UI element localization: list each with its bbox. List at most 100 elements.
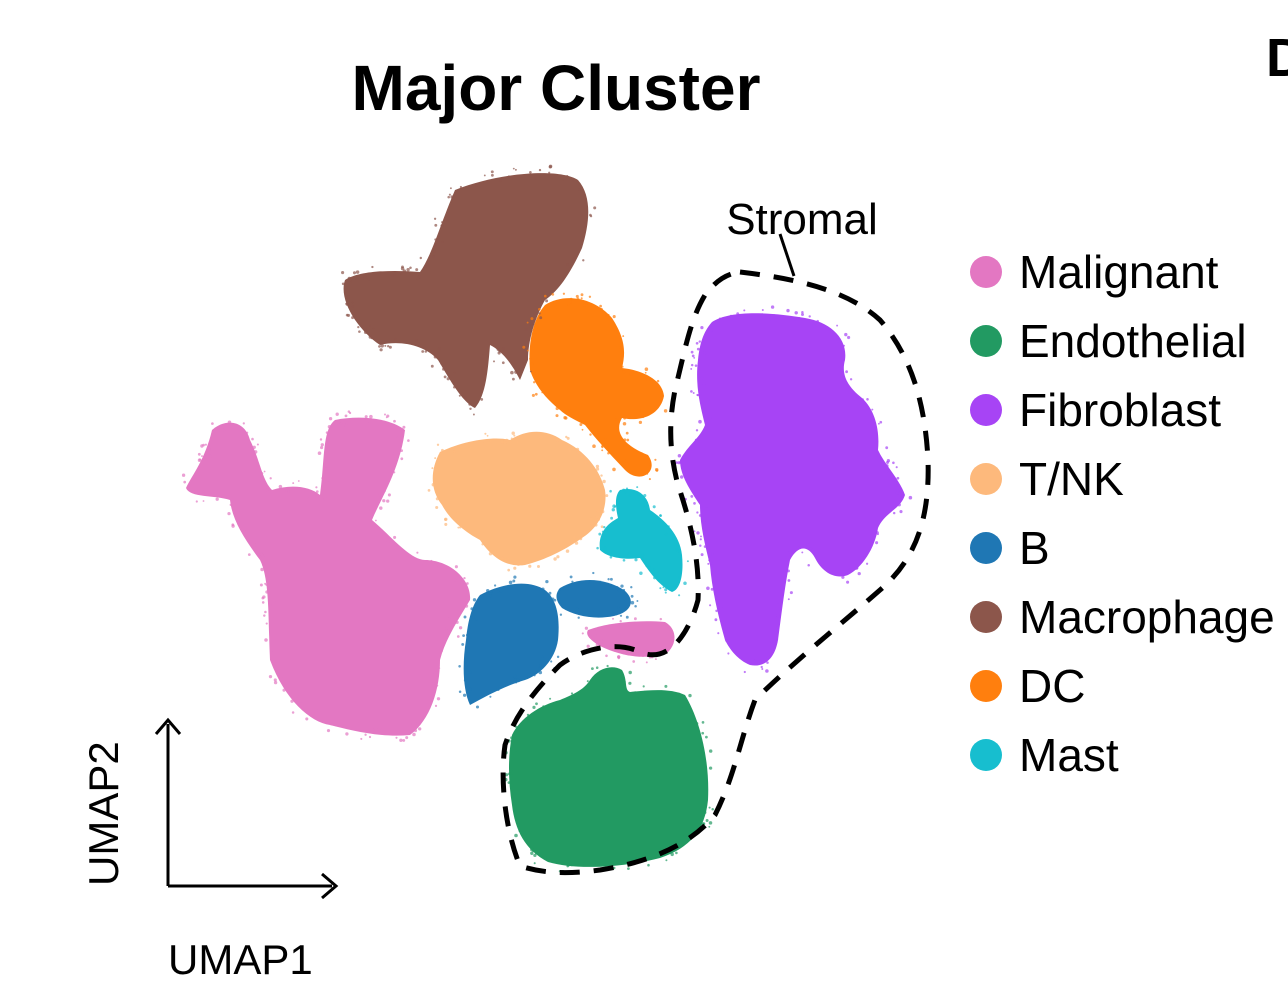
scatter-point xyxy=(365,419,369,423)
scatter-point xyxy=(581,632,584,635)
scatter-point xyxy=(643,690,646,694)
scatter-point xyxy=(711,807,714,811)
scatter-point xyxy=(597,437,600,440)
scatter-point xyxy=(378,345,381,348)
scatter-point xyxy=(704,420,707,423)
scatter-point xyxy=(664,532,668,536)
scatter-point xyxy=(524,354,527,357)
scatter-point xyxy=(260,481,264,485)
scatter-point xyxy=(204,443,207,446)
scatter-point xyxy=(639,571,643,575)
scatter-point xyxy=(572,536,576,540)
scatter-point xyxy=(761,308,764,312)
panel-letter: D xyxy=(1266,28,1288,88)
scatter-point xyxy=(569,297,573,301)
scatter-point xyxy=(374,519,377,522)
scatter-point xyxy=(708,559,711,562)
scatter-point xyxy=(371,525,375,528)
scatter-point xyxy=(460,581,464,585)
scatter-point xyxy=(237,509,240,512)
scatter-point xyxy=(328,417,333,421)
scatter-point xyxy=(538,307,541,311)
scatter-point xyxy=(576,297,580,301)
scatter-point xyxy=(538,664,543,668)
legend-item-endothelial: Endothelial xyxy=(970,315,1247,367)
scatter-point xyxy=(384,340,387,343)
scatter-point xyxy=(469,446,472,450)
scatter-point xyxy=(369,508,373,512)
scatter-point xyxy=(400,457,404,461)
scatter-point xyxy=(324,467,329,472)
scatter-point xyxy=(603,526,606,529)
scatter-point xyxy=(514,833,518,838)
scatter-point xyxy=(556,655,560,659)
scatter-point xyxy=(761,313,764,316)
scatter-point xyxy=(431,255,436,259)
scatter-point xyxy=(546,858,549,862)
scatter-point xyxy=(717,632,720,635)
scatter-point xyxy=(416,551,419,554)
scatter-point xyxy=(686,560,689,563)
scatter-point xyxy=(808,315,811,318)
scatter-point xyxy=(326,477,330,482)
scatter-point xyxy=(691,354,695,358)
scatter-point xyxy=(629,372,633,376)
scatter-point xyxy=(372,327,375,330)
scatter-point xyxy=(490,170,494,174)
cluster-layer xyxy=(181,164,913,873)
scatter-point xyxy=(693,530,696,533)
scatter-point xyxy=(392,452,395,455)
scatter-point xyxy=(466,582,469,585)
scatter-point xyxy=(575,294,579,298)
scatter-point xyxy=(869,431,873,435)
scatter-point xyxy=(418,727,422,731)
scatter-point xyxy=(471,700,474,703)
scatter-point xyxy=(571,580,574,583)
legend-swatch-dc xyxy=(970,670,1002,702)
cluster-macrophage xyxy=(343,173,589,408)
scatter-point xyxy=(534,330,538,334)
scatter-point xyxy=(583,530,587,534)
scatter-point xyxy=(861,398,864,401)
scatter-point xyxy=(697,394,700,397)
scatter-point xyxy=(456,512,459,515)
chart-title: Major Cluster xyxy=(352,52,761,124)
scatter-point xyxy=(581,428,584,431)
scatter-point xyxy=(263,614,266,617)
scatter-point xyxy=(402,269,407,273)
scatter-point xyxy=(577,188,581,192)
scatter-point xyxy=(892,461,895,465)
scatter-point xyxy=(500,440,504,444)
scatter-point xyxy=(471,616,475,619)
scatter-point xyxy=(590,667,594,671)
scatter-point xyxy=(325,431,329,434)
scatter-point xyxy=(671,635,675,638)
scatter-point xyxy=(743,670,746,674)
scatter-point xyxy=(565,435,568,439)
scatter-point xyxy=(613,866,616,870)
scatter-point xyxy=(879,420,883,424)
scatter-point xyxy=(718,317,722,320)
scatter-point xyxy=(705,532,709,536)
legend-item-b: B xyxy=(970,522,1050,574)
scatter-point xyxy=(675,548,679,552)
scatter-point xyxy=(570,692,574,695)
scatter-point xyxy=(794,311,798,315)
scatter-point xyxy=(260,552,263,554)
scatter-point xyxy=(440,645,444,649)
scatter-point xyxy=(549,697,552,700)
legend-item-t-nk: T/NK xyxy=(970,453,1124,505)
scatter-point xyxy=(394,337,397,340)
scatter-point xyxy=(251,437,254,441)
scatter-point xyxy=(275,662,278,665)
scatter-point xyxy=(456,518,460,521)
scatter-point xyxy=(408,556,412,559)
scatter-point xyxy=(483,378,486,381)
scatter-point xyxy=(464,586,467,589)
scatter-point xyxy=(534,392,538,396)
scatter-point xyxy=(861,555,864,558)
scatter-point xyxy=(201,455,203,458)
scatter-point xyxy=(634,691,637,694)
scatter-point xyxy=(590,861,594,865)
scatter-point xyxy=(262,595,266,599)
